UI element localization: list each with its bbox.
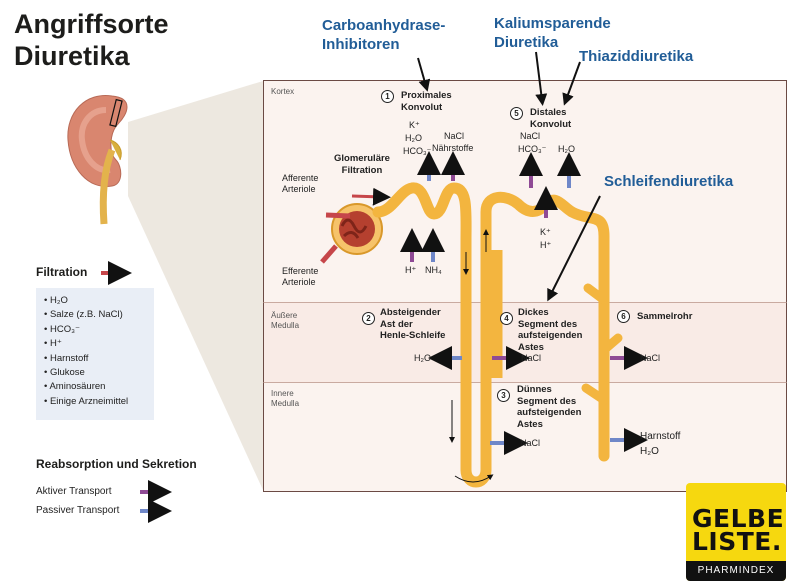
active-transport-label: Aktiver Transport	[36, 486, 112, 497]
transport-arrows	[400, 151, 648, 455]
prox-h2o-label: H₂O	[405, 133, 422, 143]
page-title: Angriffsorte Diuretika	[14, 8, 169, 72]
coll-harnstoff-label: Harnstoff	[640, 431, 681, 442]
thick-nacl-label: NaCl	[521, 353, 542, 363]
drug-label-thiazid: Thiaziddiuretika	[579, 48, 694, 65]
coll-nacl-label: NaCl	[640, 353, 661, 363]
dist-nacl-label: NaCl	[520, 131, 541, 141]
prox-k-label: K⁺	[409, 120, 420, 130]
dist-h-label: H⁺	[540, 240, 552, 250]
desc-h2o-label: H₂O	[414, 353, 431, 363]
prox-hco3-label: HCO₃⁻	[403, 146, 432, 156]
prox-nacl-label: NaCl	[444, 131, 465, 141]
list-item: • Harnstoff	[44, 352, 89, 364]
filtration-legend-title: Filtration	[36, 265, 88, 279]
glomerulus-icon	[320, 187, 391, 264]
dist-hco3-label: HCO₃⁻	[518, 144, 547, 154]
zoom-wedge	[128, 81, 263, 490]
zone-label-kortex: Kortex	[271, 87, 295, 96]
logo-subtitle: PHARMINDEX	[686, 561, 786, 581]
list-item: • HCO₃⁻	[44, 323, 80, 335]
list-item: • H⁺	[44, 338, 62, 350]
prox-h-label: H⁺	[405, 265, 417, 275]
title-line-2: Diuretika	[14, 41, 130, 71]
thin-nacl-label: NaCl	[520, 438, 541, 448]
prox-naehrstoffe-label: Nährstoffe	[432, 143, 474, 153]
dist-k-label: K⁺	[540, 227, 551, 237]
list-item: • H₂O	[44, 295, 68, 306]
prox-nh4-label: NH₄	[425, 265, 442, 275]
list-item: • Einige Arzneimittel	[44, 395, 129, 407]
list-item: • Salze (z.B. NaCl)	[44, 309, 123, 321]
coll-h2o-label: H₂O	[640, 446, 659, 457]
kidney-icon	[67, 95, 128, 225]
reabsorption-legend-title: Reabsorption und Sekretion	[36, 457, 197, 471]
filtrate-list: • H₂O • Salze (z.B. NaCl) • HCO₃⁻ • H⁺ •…	[36, 288, 154, 420]
title-line-1: Angriffsorte	[14, 9, 169, 39]
dist-h2o-label: H₂O	[558, 144, 575, 154]
list-item: • Aminosäuren	[44, 381, 106, 393]
drug-label-carboanhydrase: Carboanhydrase-Inhibitoren	[322, 17, 446, 53]
list-item: • Glukose	[44, 367, 85, 379]
zone-cortex: Kortex	[263, 80, 787, 303]
passive-transport-label: Passiver Transport	[36, 505, 120, 516]
drug-label-schleife: Schleifendiuretika	[604, 173, 734, 190]
